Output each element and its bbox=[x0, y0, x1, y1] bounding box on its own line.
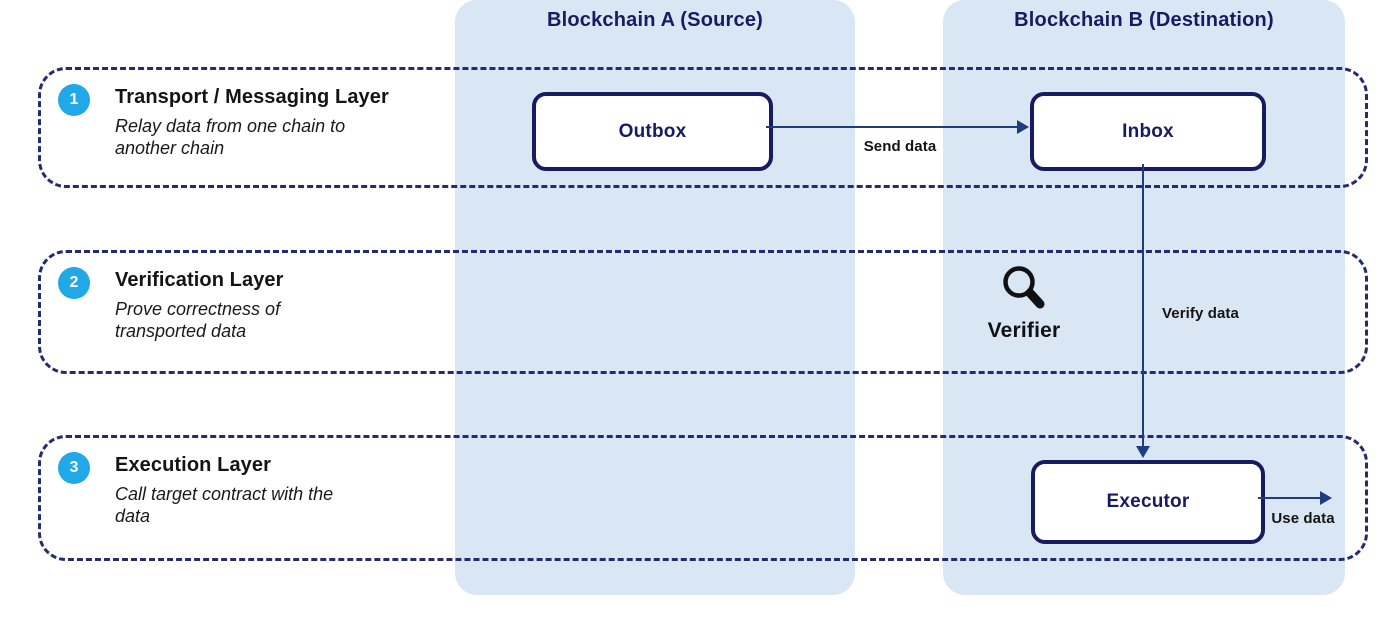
layer-3-badge: 3 bbox=[58, 452, 90, 484]
transport-layer-row: 1 Transport / Messaging Layer Relay data… bbox=[38, 67, 1368, 188]
send-data-label: Send data bbox=[863, 138, 937, 155]
magnifier-icon bbox=[1003, 266, 1045, 309]
layer-3-text: Execution Layer Call target contract wit… bbox=[115, 453, 333, 527]
verifier-label: Verifier bbox=[987, 319, 1061, 342]
use-data-label: Use data bbox=[1271, 510, 1335, 527]
layer-2-text: Verification Layer Prove correctness of … bbox=[115, 268, 284, 342]
layer-1-text: Transport / Messaging Layer Relay data f… bbox=[115, 85, 389, 159]
layer-3-title: Execution Layer bbox=[115, 454, 272, 476]
execution-layer-row: 3 Execution Layer Call target contract w… bbox=[38, 435, 1368, 561]
layer-1-description: Relay data from one chain to another cha… bbox=[115, 116, 346, 158]
blockchain-a-header: Blockchain A (Source) bbox=[546, 9, 764, 31]
blockchain-b-header: Blockchain B (Destination) bbox=[1014, 9, 1274, 31]
layer-2-description: Prove correctness of transported data bbox=[115, 299, 281, 341]
layer-3-description: Call target contract with the data bbox=[115, 484, 334, 526]
verification-layer-row: 2 Verification Layer Prove correctness o… bbox=[38, 250, 1368, 374]
verifier-node: Verifier bbox=[978, 263, 1070, 343]
layer-1-badge: 1 bbox=[58, 84, 90, 116]
layer-1-title: Transport / Messaging Layer bbox=[115, 86, 389, 108]
layer-2-title: Verification Layer bbox=[115, 269, 284, 291]
outbox-node: Outbox bbox=[532, 92, 773, 171]
layer-2-badge: 2 bbox=[58, 267, 90, 299]
executor-node: Executor bbox=[1031, 460, 1265, 544]
inbox-node: Inbox bbox=[1030, 92, 1266, 171]
verify-data-label: Verify data bbox=[1162, 305, 1239, 322]
